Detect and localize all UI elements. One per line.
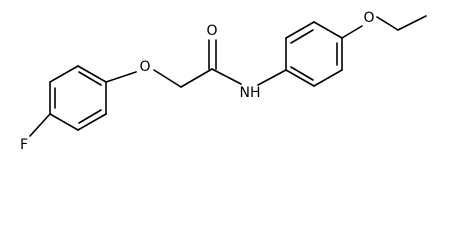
bond xyxy=(397,15,427,31)
carbonyl-oxygen-label: O xyxy=(206,23,217,39)
ether-oxygen-label: O xyxy=(139,59,150,75)
bond xyxy=(180,68,213,88)
fluorophenyl-ring xyxy=(49,65,107,131)
bond xyxy=(285,69,315,87)
bond xyxy=(313,69,343,87)
bond xyxy=(257,69,287,86)
fluorine-atom-label: F xyxy=(20,137,28,153)
bond xyxy=(49,113,79,131)
bond xyxy=(49,65,79,83)
ethoxyphenyl-ring xyxy=(285,21,343,87)
double-bond xyxy=(78,109,102,124)
bond xyxy=(105,71,137,83)
bond xyxy=(285,21,315,39)
bond xyxy=(313,21,343,39)
bond xyxy=(376,16,399,31)
bond xyxy=(153,69,182,88)
bond xyxy=(77,65,107,83)
bond xyxy=(341,25,363,39)
double-bond xyxy=(290,66,314,81)
amide-nitrogen-label: NH xyxy=(240,85,261,101)
bond xyxy=(29,113,51,137)
ethoxy-oxygen-label: O xyxy=(363,10,374,26)
bond xyxy=(77,113,107,131)
double-bond xyxy=(290,29,314,44)
double-bond xyxy=(78,71,102,86)
chemical-structure: F O O NH O xyxy=(20,10,427,153)
bond xyxy=(211,68,242,85)
